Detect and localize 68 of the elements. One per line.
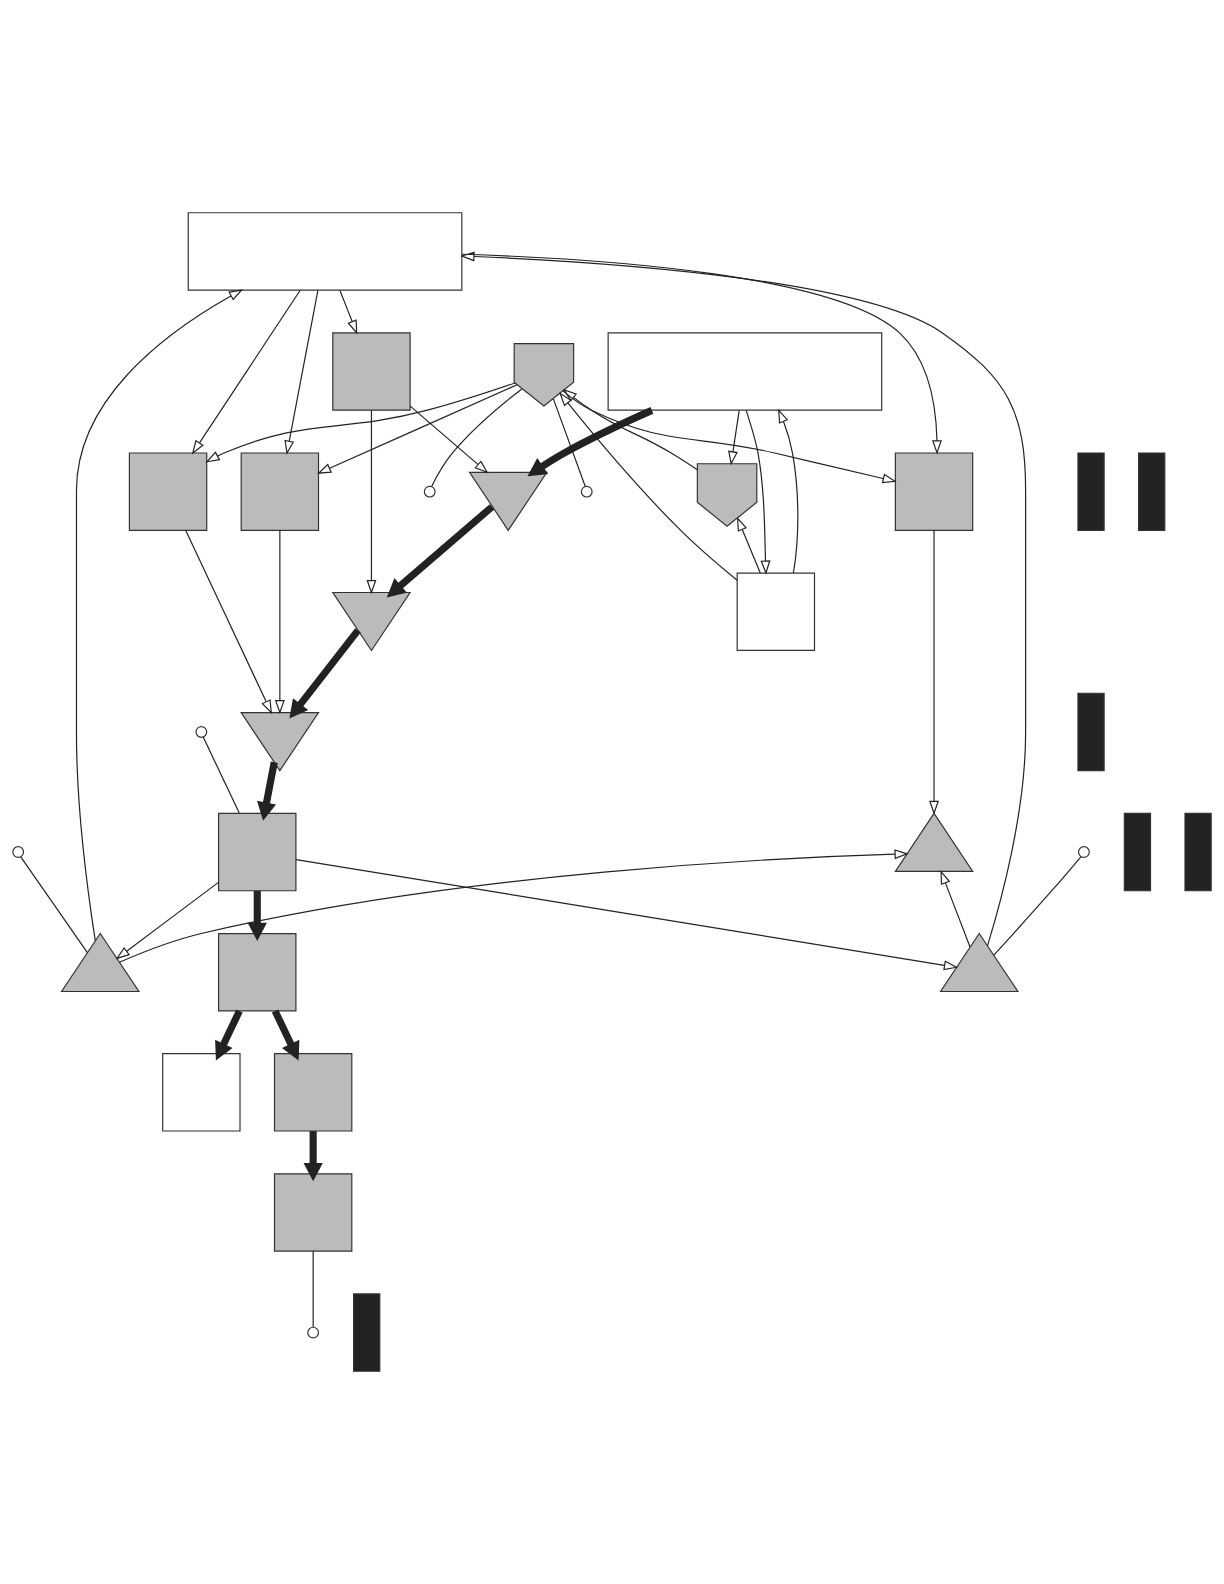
arrow [409, 405, 489, 474]
node-bar [1077, 692, 1105, 772]
node-bar [1138, 452, 1166, 531]
node-bar [1184, 812, 1212, 892]
arrow [247, 890, 267, 942]
arrow [115, 881, 220, 960]
arrow [215, 1009, 243, 1061]
connector [431, 388, 523, 487]
node-circle [12, 846, 25, 858]
node-box [240, 452, 320, 531]
arrow [940, 869, 971, 948]
node-circle [1077, 846, 1090, 858]
arrow [562, 390, 897, 484]
node-triangle [939, 932, 1019, 993]
arrow [745, 409, 771, 575]
node-circle [580, 485, 593, 498]
arrow [562, 388, 698, 471]
arrow [339, 289, 358, 335]
arrow [736, 516, 761, 574]
node-bar [1077, 452, 1105, 531]
arrow [295, 859, 959, 971]
node-bar [353, 1293, 381, 1372]
arrow [274, 529, 285, 715]
node-gate [696, 463, 758, 527]
node-triangle [60, 932, 141, 993]
connector [552, 398, 586, 487]
arrow [728, 409, 740, 466]
connector [312, 1250, 314, 1328]
node-box [332, 332, 411, 411]
node-box [162, 1053, 241, 1132]
arrow [205, 382, 516, 463]
arrow [461, 253, 942, 455]
arrow [366, 409, 377, 595]
arrow [191, 289, 301, 455]
arrow [118, 849, 909, 963]
node-circle [423, 485, 436, 498]
arrow [316, 384, 518, 474]
arrow [303, 1131, 323, 1182]
node-box [273, 1173, 353, 1252]
arrow [271, 1009, 300, 1061]
arrow [185, 529, 273, 715]
node-circle [307, 1326, 320, 1339]
node-box [218, 932, 297, 1012]
connector [993, 856, 1082, 956]
node-box [736, 572, 816, 652]
arrow [527, 407, 654, 477]
arrow [460, 251, 1027, 947]
node-box [187, 212, 463, 291]
node-bar [1123, 812, 1152, 892]
arrow [284, 289, 319, 455]
node-triangle [468, 471, 548, 532]
node-triangle [331, 591, 412, 652]
node-box [218, 812, 297, 892]
node-circle [195, 726, 208, 738]
node-box [607, 332, 883, 411]
node-box [128, 452, 208, 531]
arrow [75, 289, 244, 942]
arrow [929, 529, 940, 815]
connector [202, 736, 240, 814]
arrow [257, 761, 278, 821]
arrow [289, 628, 361, 719]
arrow [386, 504, 495, 598]
arrow [778, 408, 799, 574]
node-box [894, 452, 974, 531]
arrow [559, 392, 738, 581]
node-box [273, 1053, 353, 1132]
node-triangle [240, 712, 320, 772]
connector [20, 856, 88, 954]
